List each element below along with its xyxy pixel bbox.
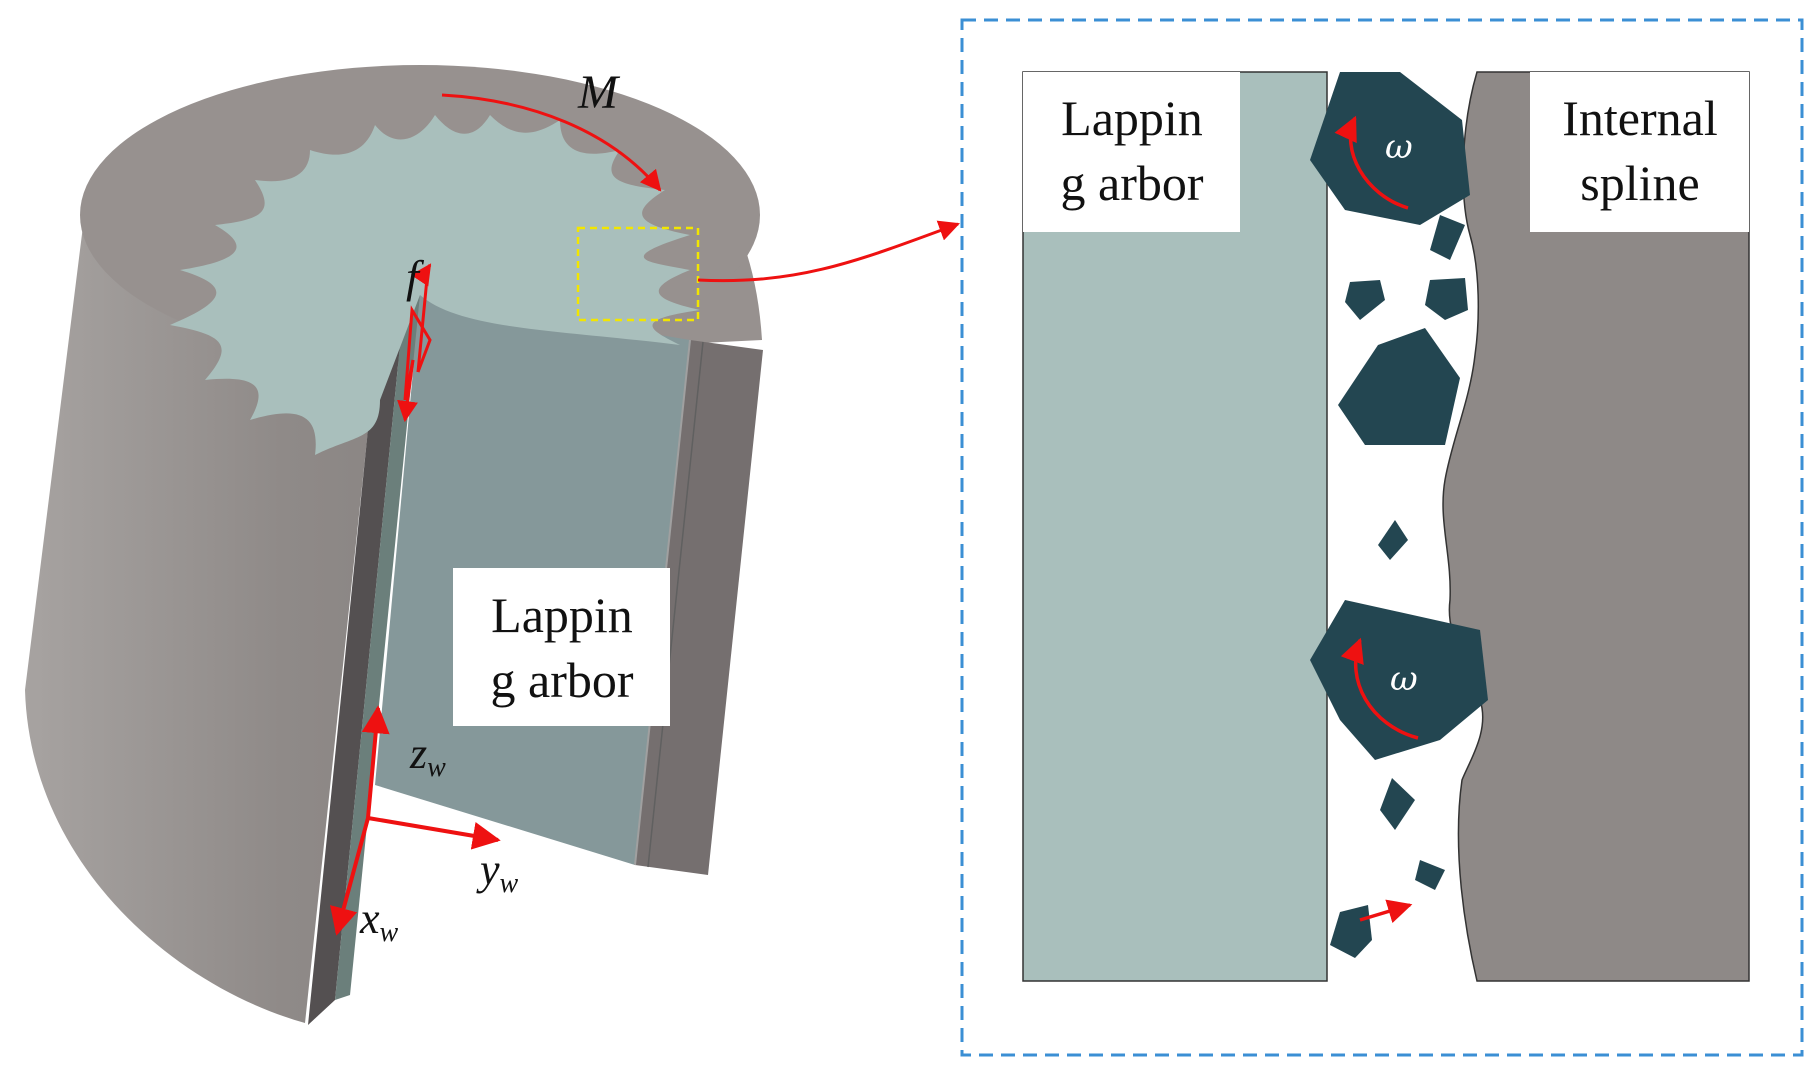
detail-arbor-label-line1: Lappin	[1061, 90, 1203, 146]
arbor-label-line2: g arbor	[491, 652, 634, 708]
detail-arbor-label-line2: g arbor	[1061, 155, 1204, 211]
abrasive-particle	[1378, 520, 1408, 560]
abrasive-particle-large	[1310, 72, 1470, 225]
zoom-region-box	[576, 226, 700, 322]
moment-label: M	[577, 66, 621, 119]
rotation-symbol-top: ω	[1385, 127, 1413, 167]
abrasive-particle	[1345, 280, 1385, 320]
detail-view: Lappin g arbor Internal spline ω ω	[1022, 71, 1750, 982]
abrasive-particle	[1415, 860, 1445, 890]
abrasive-particle	[1380, 778, 1415, 830]
abrasive-particle	[1338, 328, 1460, 445]
cut-inner-wall	[308, 290, 405, 1025]
arbor-label-box: Lappin g arbor	[453, 568, 670, 726]
arbor-label-line1: Lappin	[491, 587, 633, 643]
rotation-symbol-bottom: ω	[1390, 659, 1418, 699]
abrasive-particle	[1425, 278, 1468, 320]
moment-arrow: M	[441, 66, 662, 192]
abrasive-particle	[1430, 215, 1465, 260]
rotation-arrows: ω ω	[1334, 115, 1419, 924]
spline-cut-face	[635, 340, 763, 875]
arbor-spline-profile	[170, 115, 700, 455]
axis-x-label: xw	[359, 894, 399, 948]
coordinate-axes: zw yw xw	[330, 705, 519, 948]
axis-z-label: zw	[409, 729, 446, 783]
zoom-connector-arrow	[697, 220, 960, 283]
detail-spline-label-line2: spline	[1580, 155, 1699, 211]
workpiece-3d	[25, 65, 763, 1025]
axis-y-label: yw	[476, 845, 519, 899]
cut-face-left	[335, 295, 420, 1000]
cylinder-side	[25, 210, 762, 1023]
detail-spline-label-line1: Internal	[1562, 90, 1717, 146]
detail-internal-spline	[1442, 71, 1750, 982]
